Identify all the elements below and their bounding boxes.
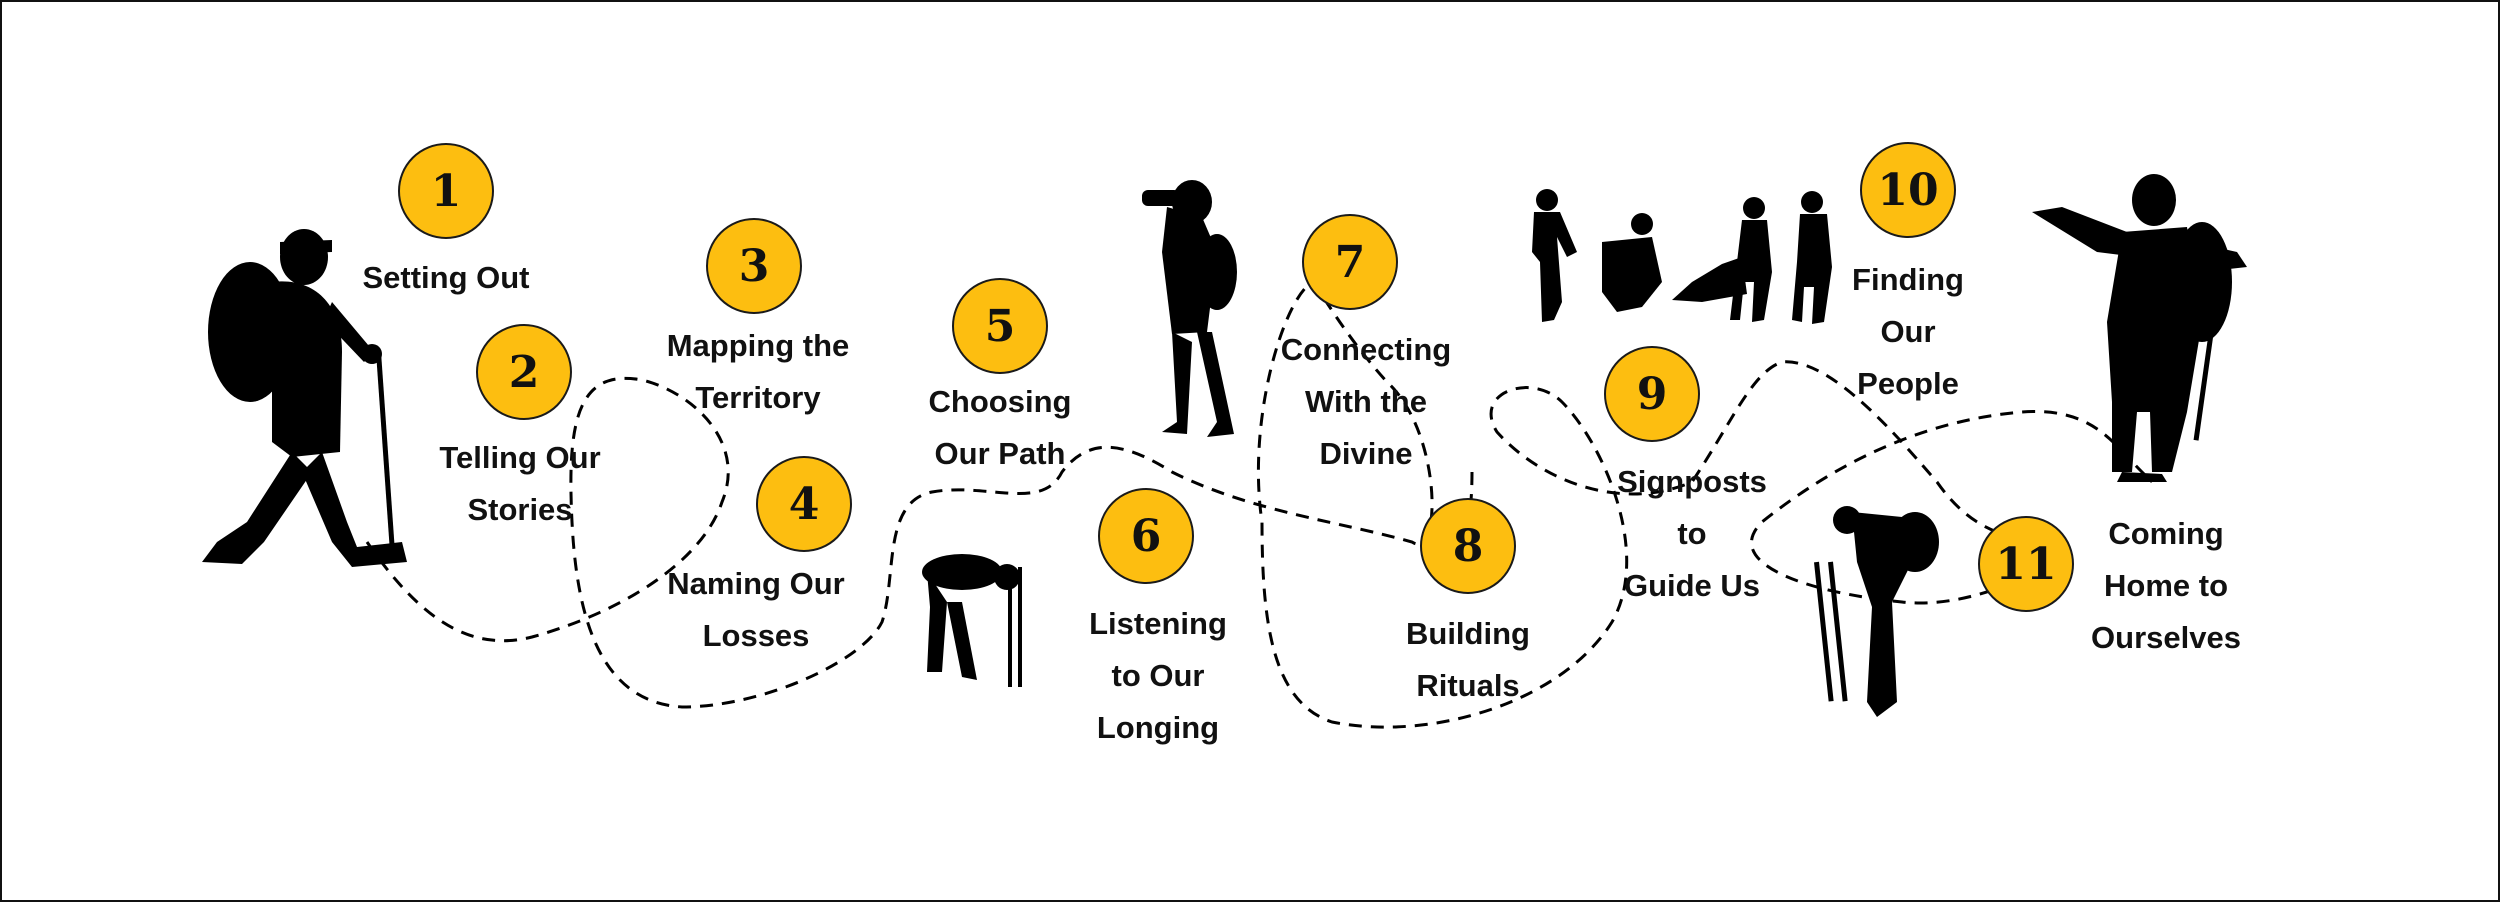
step-2-number: 2 bbox=[508, 346, 540, 398]
step-7-label: Connecting With the Divine bbox=[1280, 332, 1452, 471]
step-6-number: 6 bbox=[1130, 510, 1162, 562]
step-6-badge: 6 bbox=[1098, 488, 1194, 584]
step-10-label: Finding Our People bbox=[1852, 262, 1964, 401]
step-1-label: Setting Out bbox=[362, 260, 530, 295]
step-8-label: Building Rituals bbox=[1406, 616, 1530, 703]
step-3-label: Mapping the Territory bbox=[666, 328, 850, 415]
step-9-badge: 9 bbox=[1604, 346, 1700, 442]
hiker-binoculars-icon bbox=[1142, 180, 1237, 437]
step-6-label: Listening to Our Longing bbox=[1089, 606, 1227, 745]
dashed-trail-path bbox=[365, 280, 2154, 729]
step-2-label: Telling Our Stories bbox=[439, 440, 601, 527]
step-4-label: Naming Our Losses bbox=[667, 566, 845, 653]
step-5-label: Choosing Our Path bbox=[928, 384, 1072, 471]
step-11-label: Coming Home to Ourselves bbox=[2091, 516, 2241, 655]
step-8-number: 8 bbox=[1452, 520, 1484, 572]
step-11-badge: 11 bbox=[1978, 516, 2074, 612]
step-5-badge: 5 bbox=[952, 278, 1048, 374]
hiker-waving-icon bbox=[2032, 174, 2247, 482]
step-7-number: 7 bbox=[1334, 236, 1366, 288]
step-4-number: 4 bbox=[788, 478, 820, 530]
step-4-badge: 4 bbox=[756, 456, 852, 552]
step-2-badge: 2 bbox=[476, 324, 572, 420]
step-10-number: 10 bbox=[1877, 164, 1939, 216]
step-7-badge: 7 bbox=[1302, 214, 1398, 310]
step-5-number: 5 bbox=[984, 300, 1016, 352]
hiker-bending-icon bbox=[922, 554, 1022, 687]
hiker-group-icon bbox=[1532, 189, 1832, 324]
step-1-number: 1 bbox=[430, 165, 462, 217]
step-9-label: Signposts to Guide Us bbox=[1617, 464, 1767, 603]
step-11-number: 11 bbox=[1995, 538, 2057, 590]
step-1-badge: 1 bbox=[398, 143, 494, 239]
step-3-number: 3 bbox=[738, 240, 770, 292]
hiker-resting-icon bbox=[1814, 506, 1939, 717]
step-9-number: 9 bbox=[1636, 368, 1668, 420]
hiker-walking-icon bbox=[202, 229, 407, 567]
step-10-badge: 10 bbox=[1860, 142, 1956, 238]
step-8-badge: 8 bbox=[1420, 498, 1516, 594]
step-3-badge: 3 bbox=[706, 218, 802, 314]
